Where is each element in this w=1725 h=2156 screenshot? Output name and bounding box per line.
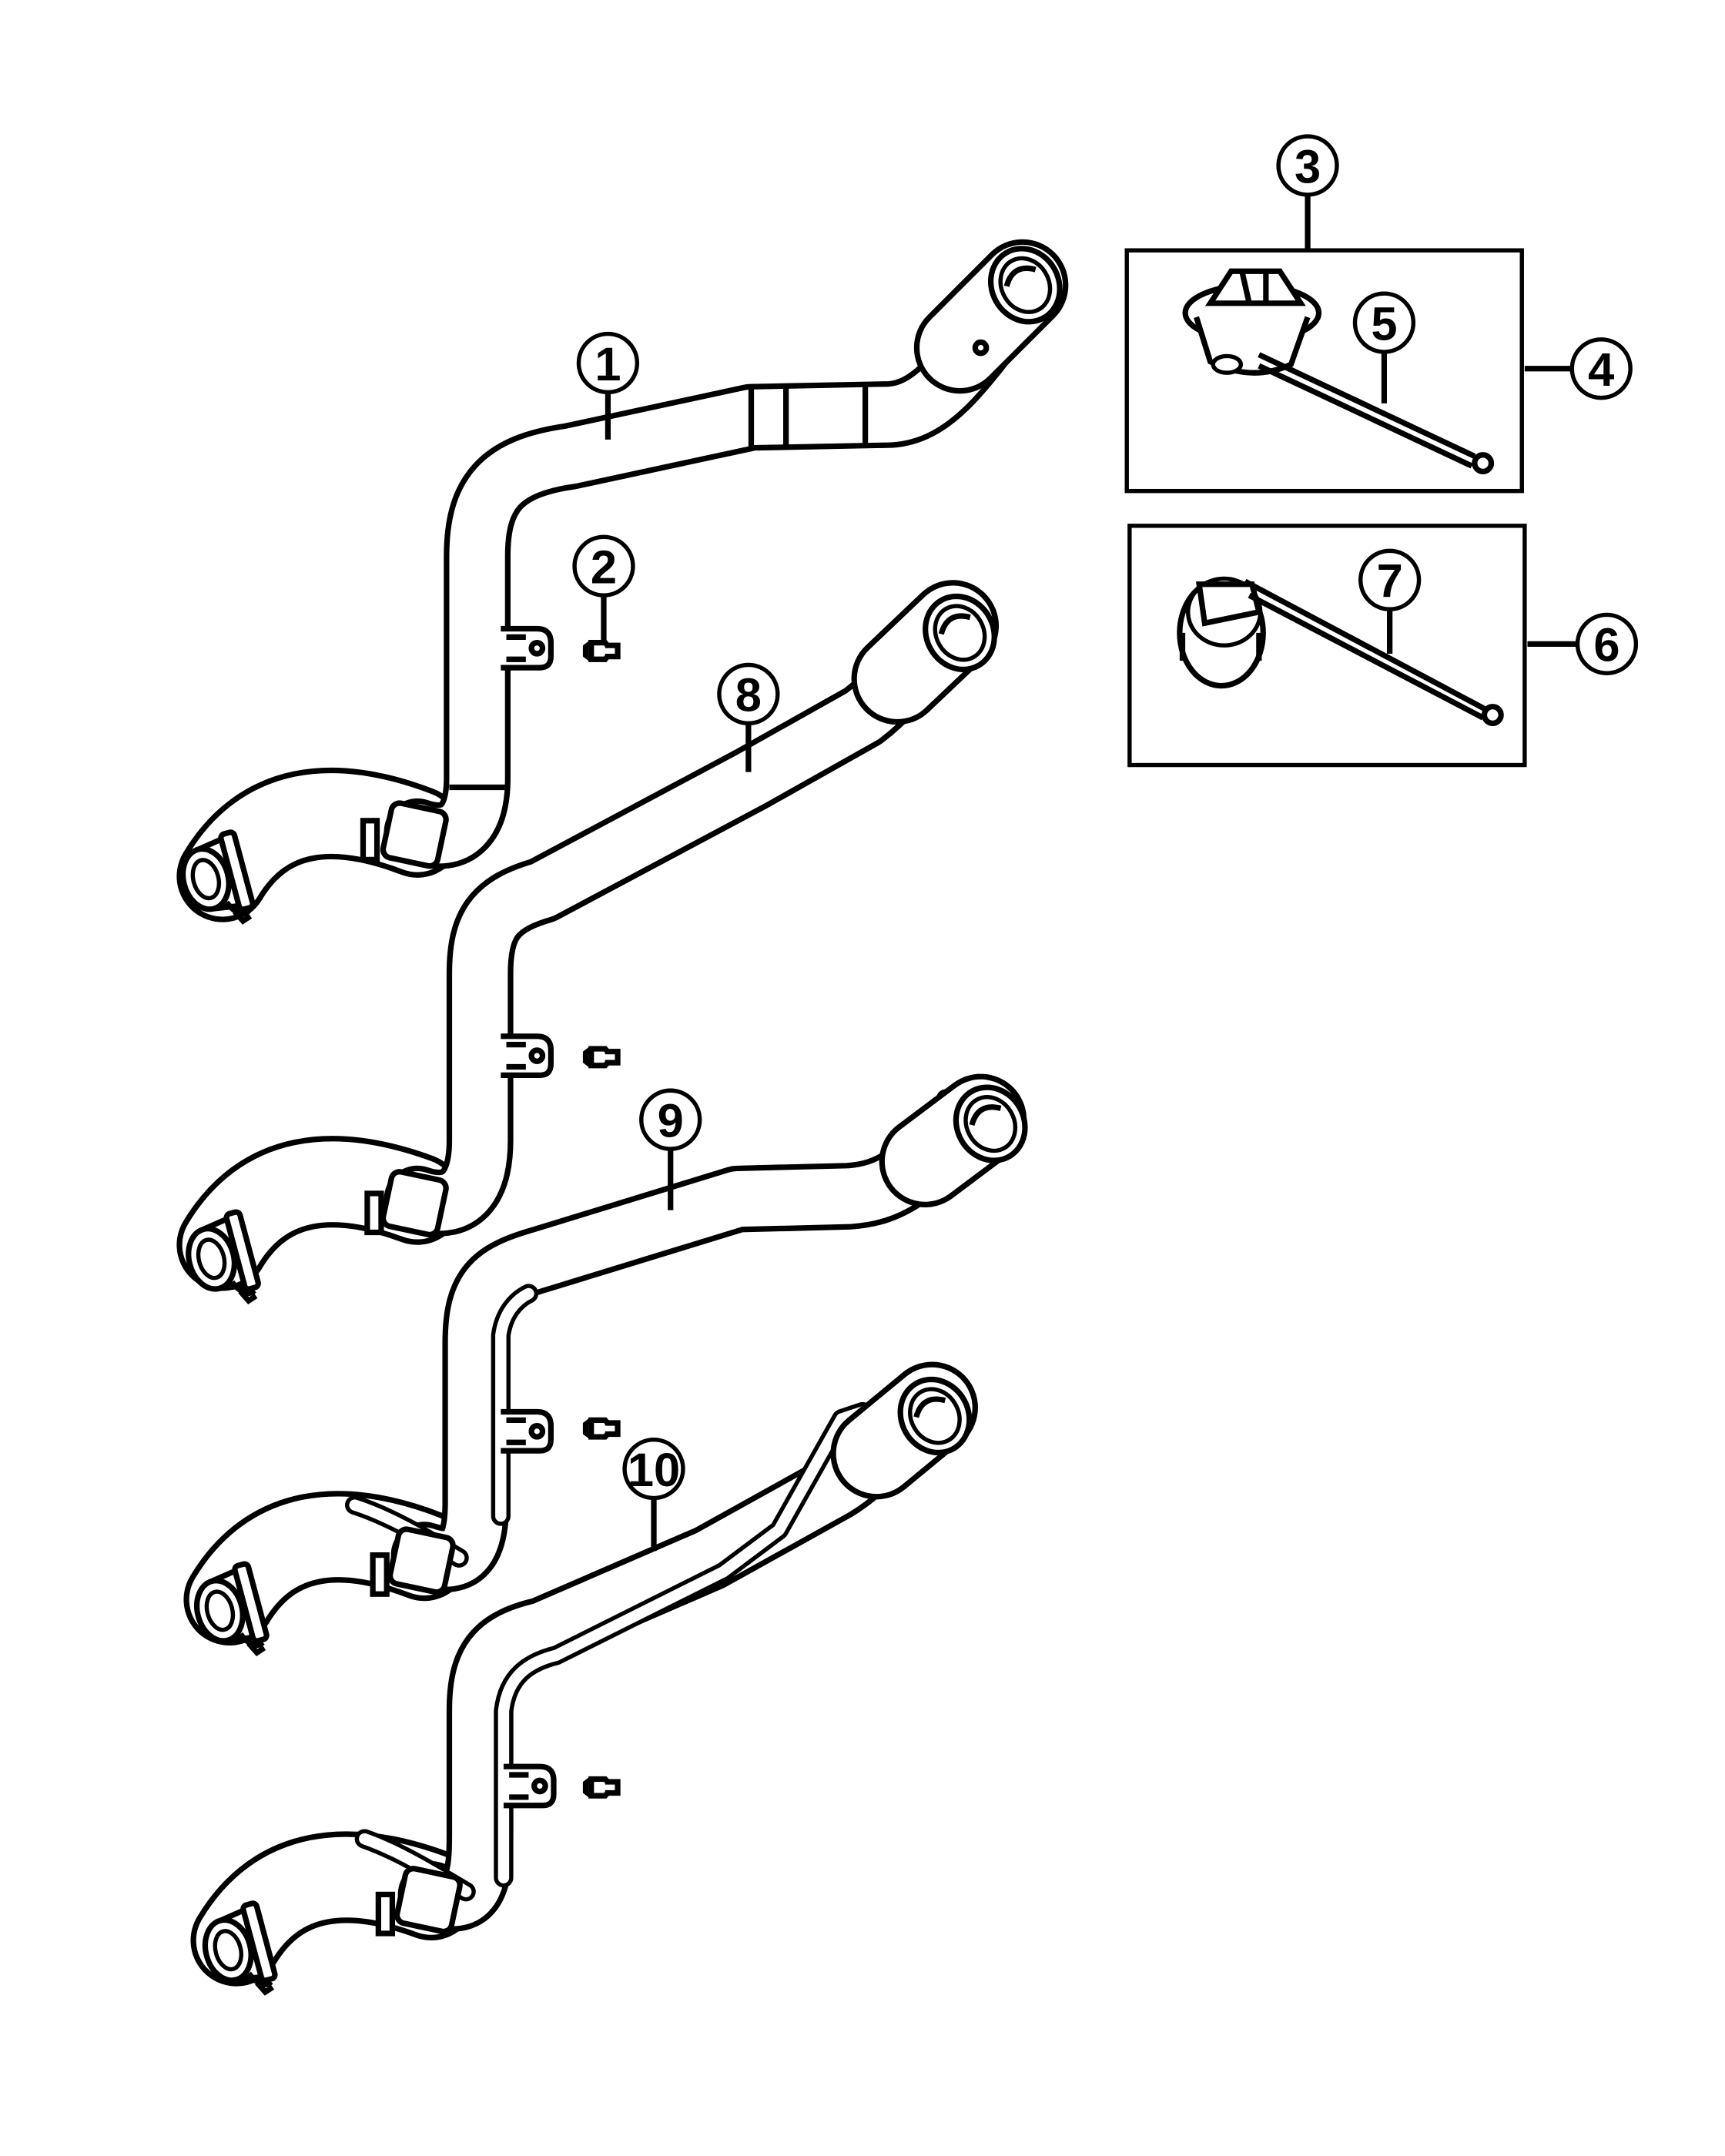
tether-part-7 <box>1244 578 1504 726</box>
callout-label: 10 <box>628 1444 680 1497</box>
callout-label: 7 <box>1377 555 1403 608</box>
callout-label: 8 <box>735 669 762 722</box>
callout-6: 6 <box>1575 612 1639 676</box>
callout-9: 9 <box>639 1088 702 1151</box>
callout-3: 3 <box>1276 134 1339 197</box>
callout-label: 9 <box>658 1095 684 1148</box>
filler-tube-part-1 <box>174 236 1073 933</box>
fuel-cap-kit-box-6 <box>1127 524 1527 768</box>
tether-part-5 <box>1258 352 1495 474</box>
callout-2: 2 <box>572 534 635 598</box>
bolt-icon <box>586 1779 618 1796</box>
fuel-cap-kit-box-4 <box>1124 248 1524 494</box>
leader-lines <box>601 194 1578 1552</box>
callout-5: 5 <box>1352 291 1416 354</box>
bolt-icon <box>586 1049 618 1066</box>
callout-label: 3 <box>1295 140 1321 193</box>
callout-7: 7 <box>1358 548 1422 611</box>
callout-1: 1 <box>576 331 640 395</box>
callout-label: 5 <box>1371 297 1397 350</box>
callout-10: 10 <box>622 1437 685 1501</box>
callout-label: 6 <box>1593 619 1619 672</box>
bolt-icon <box>586 1420 618 1437</box>
callout-label: 1 <box>595 338 621 391</box>
callout-8: 8 <box>717 662 780 726</box>
bolt-part-2 <box>586 643 618 660</box>
fuel-cap-part-3 <box>1182 268 1322 376</box>
callout-label: 4 <box>1588 343 1614 397</box>
filler-tube-part-8 <box>176 580 1008 1313</box>
fuel-cap-icon <box>1177 576 1266 689</box>
callout-4: 4 <box>1569 337 1633 400</box>
filler-tube-part-9 <box>183 1075 1038 1665</box>
callout-label: 2 <box>591 541 617 594</box>
filler-tube-part-10 <box>190 1361 983 2004</box>
